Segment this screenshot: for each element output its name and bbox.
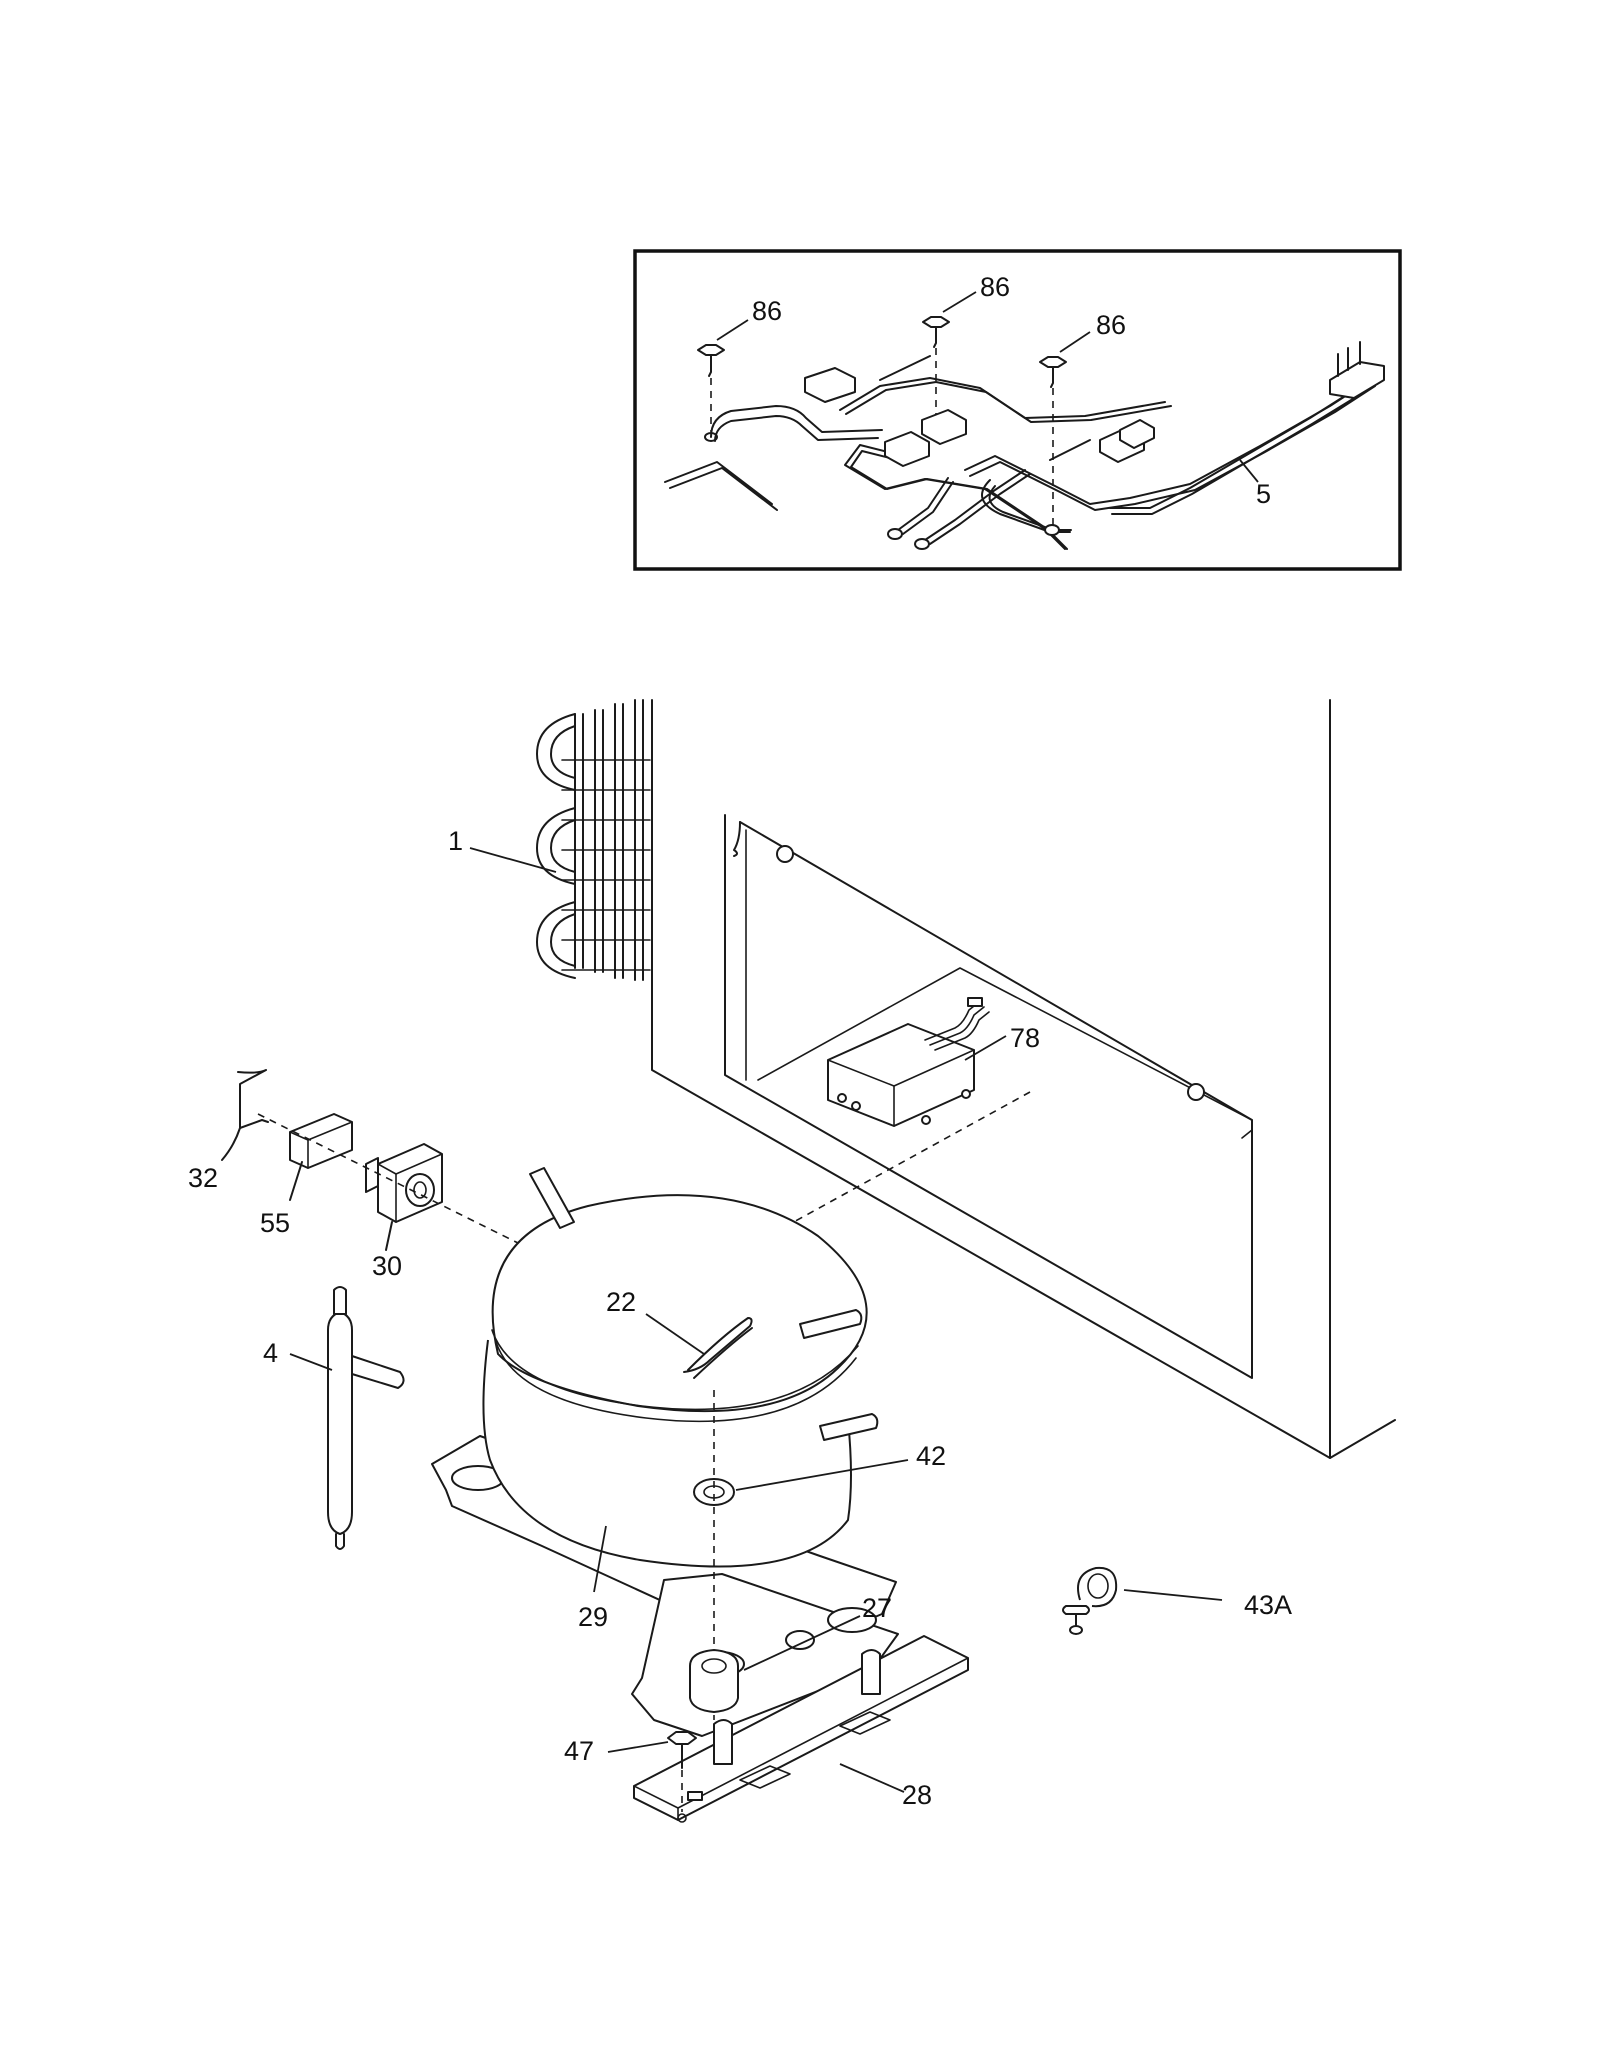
callout-27: 27	[862, 1593, 892, 1623]
callout-86-left: 86	[752, 296, 782, 326]
screw-86-left-drawing	[697, 344, 725, 442]
inset-frame	[633, 249, 1402, 571]
overload-drawing	[365, 1143, 443, 1251]
callout-4: 4	[263, 1338, 278, 1368]
leader-86-middle	[942, 291, 977, 313]
bracket-drawing	[633, 1635, 969, 1821]
callout-86-middle: 86	[980, 272, 1010, 302]
callout-22: 22	[606, 1287, 636, 1317]
relay-drawing	[289, 1113, 353, 1201]
callout-42: 42	[916, 1441, 946, 1471]
leader-86-right	[1059, 331, 1091, 353]
callout-1: 1	[448, 826, 463, 856]
cabinet-drawing	[651, 699, 1396, 1459]
mount-drawing	[689, 1649, 739, 1713]
leader-78	[964, 1035, 1007, 1061]
callout-43A: 43A	[1244, 1590, 1292, 1620]
control-box-drawing	[789, 997, 1031, 1225]
power-cord-drawing	[1109, 341, 1385, 515]
leader-47	[607, 1741, 669, 1753]
clip-drawing	[221, 1069, 269, 1161]
leader-28	[839, 1763, 905, 1793]
harness-wires	[664, 355, 1376, 550]
callout-30: 30	[372, 1251, 402, 1281]
drier-drawing	[327, 1286, 405, 1550]
compressor-clip-drawing	[683, 1317, 753, 1379]
leader-43A	[1123, 1589, 1223, 1601]
callout-86-right: 86	[1096, 310, 1126, 340]
compressor-drawing	[431, 1167, 899, 1737]
leader-22	[645, 1313, 705, 1355]
callout-47: 47	[564, 1736, 594, 1766]
wiring-harness-inset: 86 86 86 5	[633, 249, 1402, 571]
leader-29	[593, 1525, 607, 1593]
screw-86-middle-drawing	[922, 316, 950, 420]
callout-55: 55	[260, 1208, 290, 1238]
screw-47-drawing	[667, 1731, 697, 1823]
callout-29: 29	[578, 1602, 608, 1632]
callout-32: 32	[188, 1163, 218, 1193]
harness-connectors	[804, 367, 1155, 550]
leader-86-left	[716, 319, 749, 341]
mount-path-line	[257, 1113, 521, 1245]
leader-27	[743, 1615, 861, 1671]
callout-28: 28	[902, 1780, 932, 1810]
leader-1	[469, 847, 557, 873]
callout-78: 78	[1010, 1023, 1040, 1053]
callout-5: 5	[1256, 479, 1271, 509]
leader-42	[735, 1459, 909, 1491]
screw-86-right-drawing	[1039, 356, 1067, 528]
leader-4	[289, 1353, 333, 1371]
clamp-drawing	[1062, 1566, 1118, 1635]
leader-5	[1239, 459, 1259, 483]
condenser-drawing	[536, 699, 651, 981]
